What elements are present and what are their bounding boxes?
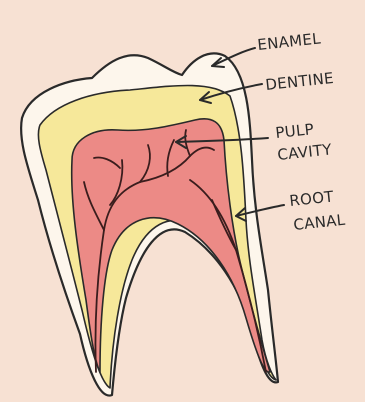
root-label-line2: CANAL [293, 211, 347, 234]
pulp-label-line2: CAVITY [277, 140, 334, 164]
root-label-line1: ROOT [289, 187, 336, 210]
dentine-label: DENTINE [265, 69, 335, 94]
pulp-label-line1: PULP [275, 120, 315, 142]
enamel-label: ENAMEL [257, 29, 322, 54]
